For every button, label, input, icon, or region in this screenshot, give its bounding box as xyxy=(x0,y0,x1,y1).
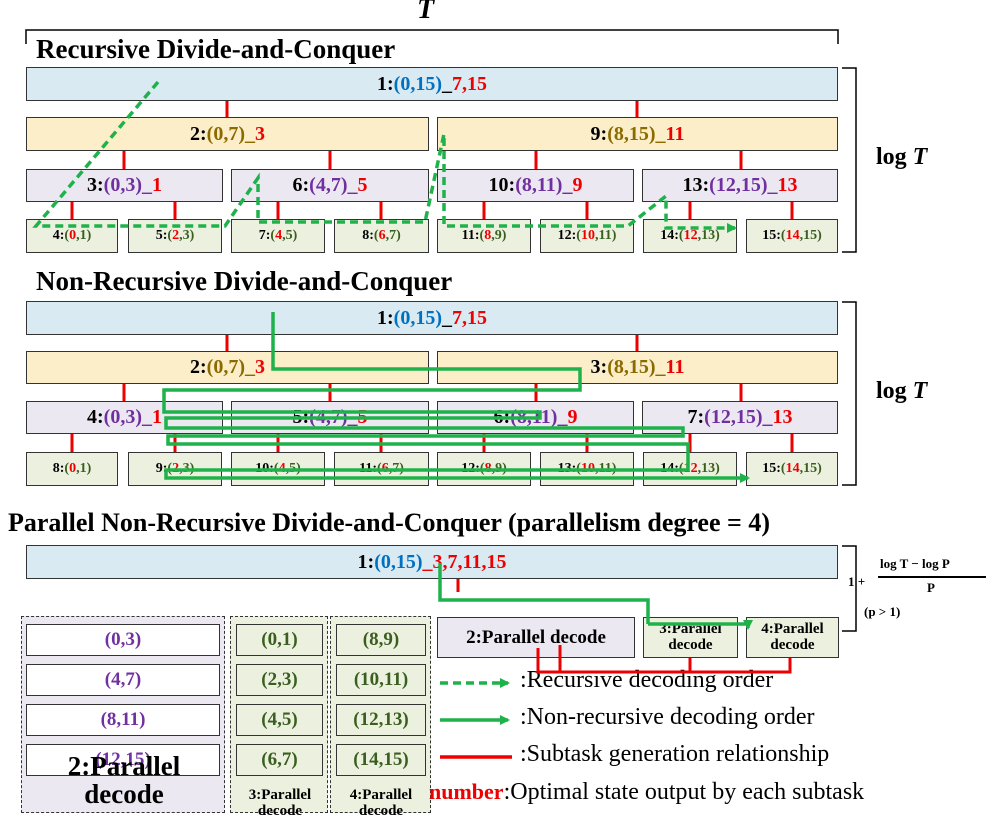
s1-node-l2-1: 9:(8,15)_11 xyxy=(437,117,838,151)
s2-leaf-7: 15:(14,15) xyxy=(746,452,838,486)
s3-subtask-4: 4:Parallel decode xyxy=(746,617,839,658)
s1-node-l2-0: 2:(0,7)_3 xyxy=(26,117,429,151)
top-bracket xyxy=(25,29,839,44)
section3-title: Parallel Non-Recursive Divide-and-Conque… xyxy=(8,508,770,537)
recursive-order-path xyxy=(32,80,737,233)
p4-cell-1: (10,11) xyxy=(336,664,426,696)
legend-subtask: :Subtask generation relationship xyxy=(520,741,830,767)
complexity-denominator: P xyxy=(927,580,935,595)
legend-nonrecursive: :Non-recursive decoding order xyxy=(520,704,815,730)
p2-cell-3: (12,15) xyxy=(26,744,220,776)
s3-right-bracket xyxy=(842,545,857,632)
s2-node-l2-1: 3:(8,15)_11 xyxy=(437,351,838,384)
p3-cell-2: (4,5) xyxy=(236,704,323,736)
p4-cell-2: (12,13) xyxy=(336,704,426,736)
s1-red-ticks xyxy=(70,101,794,219)
s1-node-l3-3: 13:(12,15)_13 xyxy=(642,169,838,202)
complexity-condition: (p > 1) xyxy=(864,604,901,619)
legend-number: number:Optimal state output by each subt… xyxy=(429,779,865,805)
section1-title: Recursive Divide-and-Conquer xyxy=(36,34,396,64)
section2-title: Non-Recursive Divide-and-Conquer xyxy=(36,266,453,296)
s1-leaf-7: 15:(14,15) xyxy=(746,219,838,253)
s2-red-ticks xyxy=(70,335,794,452)
s2-right-bracket xyxy=(842,301,857,486)
p4-cell-0: (8,9) xyxy=(336,624,426,656)
complexity-fraction-bar xyxy=(878,576,986,578)
p3-cell-1: (2,3) xyxy=(236,664,323,696)
s1-node-l3-0: 3:(0,3)_1 xyxy=(26,169,223,202)
legend-number-word: number xyxy=(429,779,504,804)
s2-log-label: log T xyxy=(876,378,928,404)
p2-cell-1: (4,7) xyxy=(26,664,220,696)
p3-cell-0: (0,1) xyxy=(236,624,323,656)
p2-cell-2: (8,11) xyxy=(26,704,220,736)
s3-node-root: 1:(0,15)_3,7,11,15 xyxy=(26,545,838,579)
s1-right-bracket xyxy=(842,67,857,253)
s1-node-l3-1: 6:(4,7)_5 xyxy=(231,169,429,202)
s1-leaf-6: 14:(12,13) xyxy=(643,219,737,253)
p2-cell-0: (0,3) xyxy=(26,624,220,656)
complexity-numerator: log T − log P xyxy=(880,556,950,571)
s1-node-l3-2: 10:(8,11)_9 xyxy=(437,169,634,202)
s1-log-label: log T xyxy=(876,144,928,170)
p3-cell-3: (6,7) xyxy=(236,744,323,776)
s2-node-root: 1:(0,15)_7,15 xyxy=(26,301,838,335)
top-T-label: T xyxy=(417,0,435,25)
parallel-nonrecursive-path xyxy=(438,563,748,628)
parallel-red-links xyxy=(536,645,792,674)
nonrecursive-order-path xyxy=(162,312,750,483)
p2-label: 2:Parallel decode xyxy=(67,751,181,810)
s3-subtask-2: 2:Parallel decode xyxy=(437,617,635,658)
s1-leaf-2: 7:(4,5) xyxy=(231,219,325,253)
s1-node-root: 1:(0,15)_7,15 xyxy=(26,67,838,101)
s1-leaf-3: 8:(6,7) xyxy=(334,219,429,253)
p4-cell-3: (14,15) xyxy=(336,744,426,776)
s2-leaf-0: 8:(0,1) xyxy=(26,452,118,486)
